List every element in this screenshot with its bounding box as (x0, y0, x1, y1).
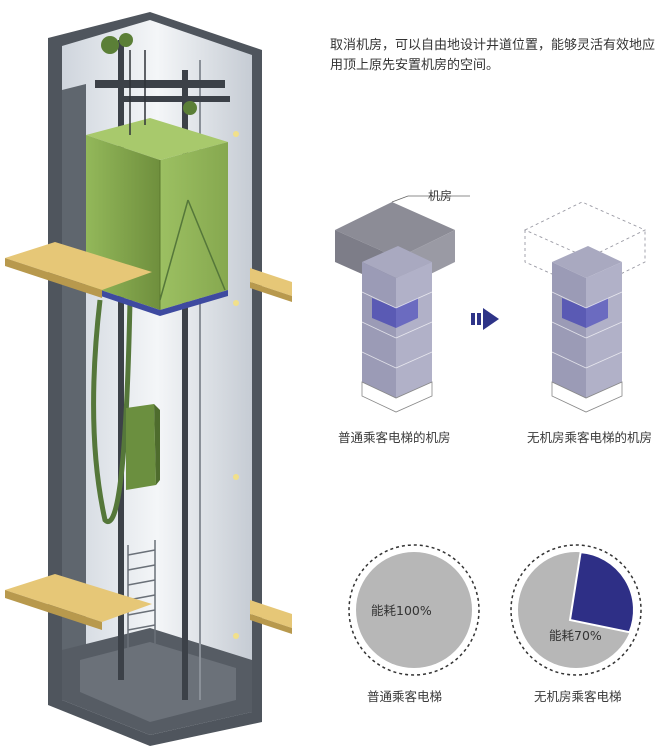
floor-slab-upper (5, 242, 152, 290)
top-beam (95, 80, 225, 88)
mrl-shaft-diagram (523, 201, 647, 413)
intro-text: 取消机房，可以自由地设计井道位置，能够灵活有效地应用顶上原先安置机房的空间。 (330, 38, 656, 73)
elevator-car-top (86, 118, 228, 160)
machine-room-box (335, 202, 455, 258)
elevator-car-side (160, 142, 228, 310)
floor-slab-lower (5, 574, 152, 622)
pie-mrl-caption: 无机房乘客电梯 (534, 689, 622, 704)
machine-room-label: 机房 (428, 189, 453, 203)
pie-mrl-saving-slice (568, 551, 635, 634)
energy-pie-mrl (510, 544, 642, 676)
conventional-caption: 普通乘客电梯的机房 (338, 430, 451, 445)
pie-conventional-caption: 普通乘客电梯 (367, 689, 443, 704)
elevator-shaft-illustration (5, 12, 292, 746)
energy-pie-conventional (348, 544, 480, 676)
shaft-left-side (62, 84, 86, 700)
pie-conventional-slice (356, 552, 472, 668)
mrl-caption: 无机房乘客电梯的机房 (527, 430, 653, 445)
pie-conventional-value: 能耗100% (371, 603, 432, 618)
conventional-shaft-diagram (335, 195, 470, 413)
traction-machine (101, 36, 119, 54)
pie-mrl-value: 能耗70% (549, 628, 602, 643)
guide-rail-right (182, 70, 188, 700)
guide-rail-left (118, 40, 124, 680)
transition-arrow-icon (471, 308, 499, 330)
counterweight (126, 404, 156, 490)
